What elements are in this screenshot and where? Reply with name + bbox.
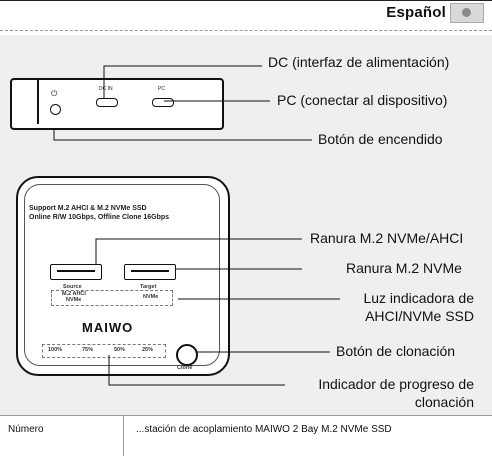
source-led-line-2: NVMe	[66, 297, 82, 303]
power-callout: Botón de encendido	[318, 131, 443, 147]
progress-75: 75%	[82, 347, 94, 353]
slot-ahci-callout-line	[95, 238, 302, 265]
table-value-cell: ...stación de acoplamiento MAIWO 2 Bay M…	[136, 424, 392, 435]
dc-callout: DC (interfaz de alimentación)	[268, 54, 450, 70]
target-led: NVMe	[143, 294, 159, 300]
top-rule	[0, 0, 492, 1]
clone-button-icon	[176, 344, 198, 366]
progress-100: 100%	[48, 347, 63, 353]
flag-emblem	[462, 8, 471, 17]
flag-icon	[450, 3, 484, 23]
progress-indicator-box	[42, 344, 166, 358]
slot-nvme-callout: Ranura M.2 NVMe	[346, 260, 462, 276]
device-rear-view: ⏻ DC IN PC	[10, 78, 224, 130]
led-indicator-box	[51, 290, 173, 306]
source-slot	[50, 264, 102, 280]
dc-in-port	[96, 98, 118, 107]
brand-logo: MAIWO	[82, 320, 134, 335]
clone-label: Clone	[177, 365, 193, 371]
pc-port-label: PC	[158, 86, 165, 92]
led-callout-line-1: Luz indicadora de	[363, 290, 474, 306]
language-label: Español	[386, 4, 446, 21]
progress-callout-line	[108, 355, 285, 386]
dashed-divider	[0, 30, 492, 31]
pc-callout: PC (conectar al dispositivo)	[277, 92, 448, 108]
source-label: Source	[63, 284, 82, 290]
source-led-line-1: M.2 AHCI	[62, 291, 86, 297]
table-header-cell: Número	[0, 416, 124, 456]
progress-callout-line-2: clonación	[414, 394, 474, 410]
dc-in-port-label: DC IN	[99, 86, 113, 92]
led-callout-line-2: AHCI/NVMe SSD	[365, 308, 474, 324]
slot-ahci-callout: Ranura M.2 NVMe/AHCI	[310, 230, 464, 246]
spec-line-1: Support M.2 AHCI & M.2 NVMe SSD	[29, 205, 147, 212]
spec-table: Número ...stación de acoplamiento MAIWO …	[0, 415, 492, 456]
power-symbol-icon: ⏻	[51, 89, 58, 98]
device-rear-edge	[37, 80, 67, 124]
device-front-view: Support M.2 AHCI & M.2 NVMe SSD Online R…	[16, 176, 230, 376]
progress-25: 25%	[142, 347, 154, 353]
clone-callout: Botón de clonación	[336, 343, 456, 359]
spec-line-2: Online R/W 10Gbps, Offline Clone 16Gbps	[29, 214, 170, 221]
pc-port	[152, 98, 174, 107]
progress-callout-line-1: Indicador de progreso de	[318, 376, 474, 392]
progress-50: 50%	[114, 347, 126, 353]
device-front-bezel	[24, 184, 220, 366]
target-label: Target	[140, 284, 157, 290]
dc-callout-line	[103, 65, 262, 98]
power-button-icon	[50, 104, 61, 115]
power-callout-line	[53, 130, 312, 141]
target-slot	[124, 264, 176, 280]
